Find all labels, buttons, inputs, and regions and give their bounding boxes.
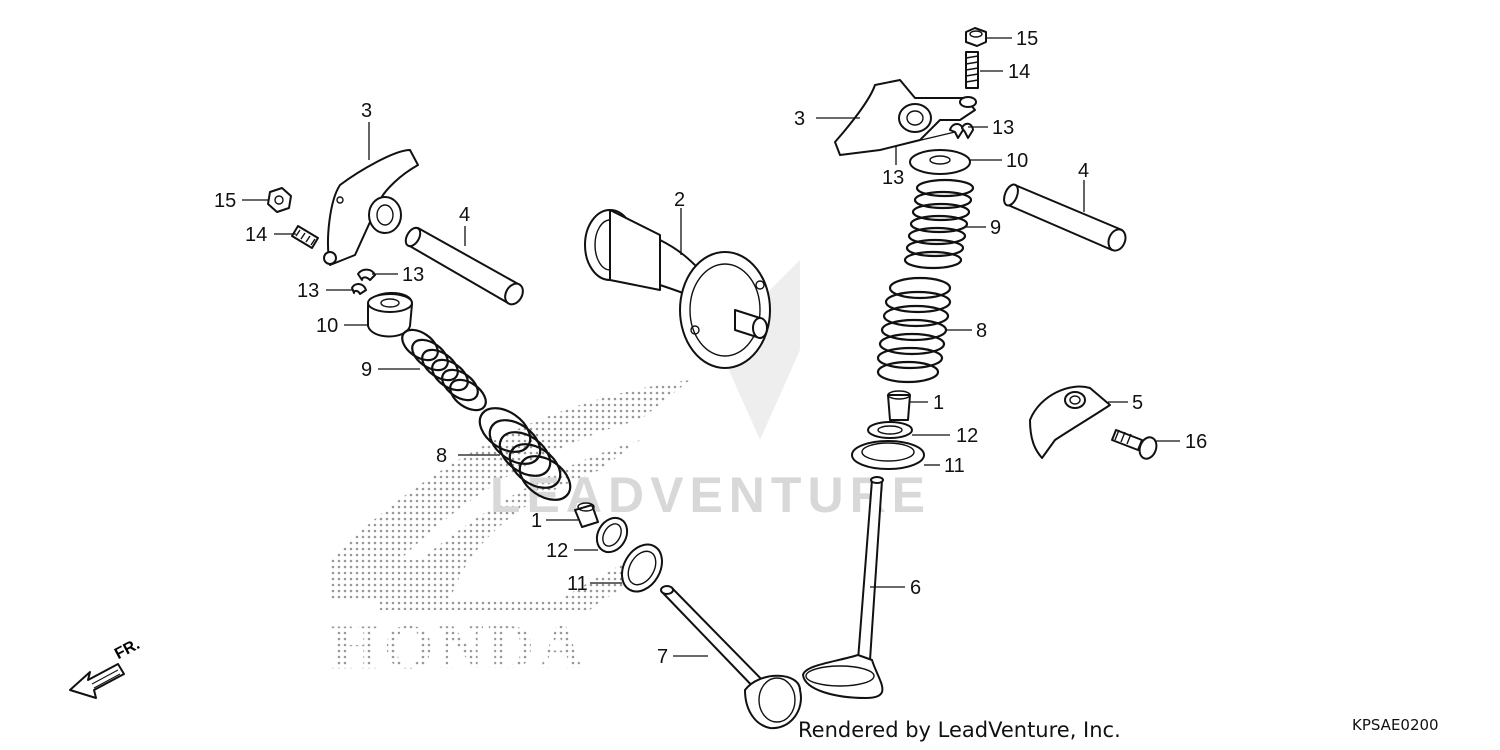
bolt-part — [1111, 429, 1158, 460]
exhaust-valve-part — [660, 585, 802, 730]
callout-left-cotter-b: 13 — [297, 280, 319, 302]
honda-wing-watermark — [330, 380, 690, 610]
callout-camshaft: 2 — [674, 189, 685, 211]
left-inner-spring-part — [401, 328, 487, 412]
right-inner-spring-part — [903, 178, 975, 270]
front-direction-arrow-icon — [69, 663, 125, 699]
right-cotters-part — [949, 122, 974, 139]
callout-right-adjust-screw: 14 — [1008, 61, 1030, 83]
left-nut-part — [267, 187, 292, 213]
left-cotters-part — [351, 268, 376, 295]
callout-left-outer-spring: 8 — [436, 445, 447, 467]
callout-left-seat: 11 — [567, 573, 588, 595]
callout-left-inner-spring: 9 — [361, 359, 372, 381]
callout-left-rocker-shaft: 4 — [459, 204, 470, 226]
callout-left-washer: 12 — [546, 540, 568, 562]
right-rocker-shaft-part — [1003, 183, 1127, 252]
camshaft-part — [584, 209, 771, 369]
diagram-code: KPSAE0200 — [1352, 716, 1439, 734]
callout-right-retainer: 10 — [1006, 150, 1028, 172]
callout-right-cotter-a: 13 — [992, 117, 1014, 139]
callout-intake-valve: 6 — [910, 577, 921, 599]
right-rocker-arm-part — [834, 79, 977, 156]
callouts: 3 4 15 14 13 13 10 9 8 1 12 11 7 2 15 14… — [214, 28, 1207, 668]
callout-left-nut: 15 — [214, 190, 236, 212]
callout-right-outer-spring: 8 — [976, 320, 987, 342]
callout-right-seat: 11 — [944, 455, 965, 477]
right-seat-part — [851, 440, 925, 470]
callout-right-rocker-shaft: 4 — [1078, 160, 1089, 182]
callout-right-inner-spring: 9 — [990, 217, 1001, 239]
right-retainer-part — [909, 149, 971, 175]
cam-plate-part — [1029, 385, 1111, 459]
right-outer-spring-part — [876, 276, 952, 384]
right-stem-seal-part — [887, 390, 911, 421]
right-washer-part — [867, 421, 913, 439]
leader-lines — [242, 37, 1180, 657]
left-washer-part — [595, 516, 629, 554]
callout-left-rocker-arm: 3 — [361, 100, 372, 122]
callout-right-nut: 15 — [1016, 28, 1038, 50]
left-rocker-arm-part — [323, 149, 419, 266]
left-rocker-shaft-part — [404, 226, 524, 306]
render-credit: Rendered by LeadVenture, Inc. — [798, 718, 1121, 742]
left-retainer-part — [367, 291, 413, 338]
callout-left-stem-seal: 1 — [531, 510, 542, 532]
callout-right-rocker-arm: 3 — [794, 108, 805, 130]
right-adjust-screw-part — [965, 51, 979, 89]
right-nut-part — [965, 27, 987, 47]
callout-cam-plate: 5 — [1132, 392, 1143, 414]
left-adjust-screw-part — [291, 225, 319, 249]
intake-valve-part — [802, 476, 884, 699]
left-stem-seal-part — [574, 502, 599, 528]
callout-right-stem-seal: 1 — [933, 392, 944, 414]
left-outer-spring-part — [478, 407, 572, 501]
callout-left-cotter-a: 13 — [402, 264, 424, 286]
callout-bolt: 16 — [1185, 431, 1207, 453]
callout-exhaust-valve: 7 — [657, 646, 668, 668]
callout-left-adjust-screw: 14 — [245, 224, 267, 246]
callout-right-washer: 12 — [956, 425, 978, 447]
left-seat-part — [621, 543, 663, 593]
leadventure-watermark-text: LEADVENTURE — [490, 467, 931, 523]
callout-right-cotter-b: 13 — [882, 167, 904, 189]
honda-watermark-text: HONDA — [330, 611, 588, 682]
callout-left-retainer: 10 — [316, 315, 338, 337]
